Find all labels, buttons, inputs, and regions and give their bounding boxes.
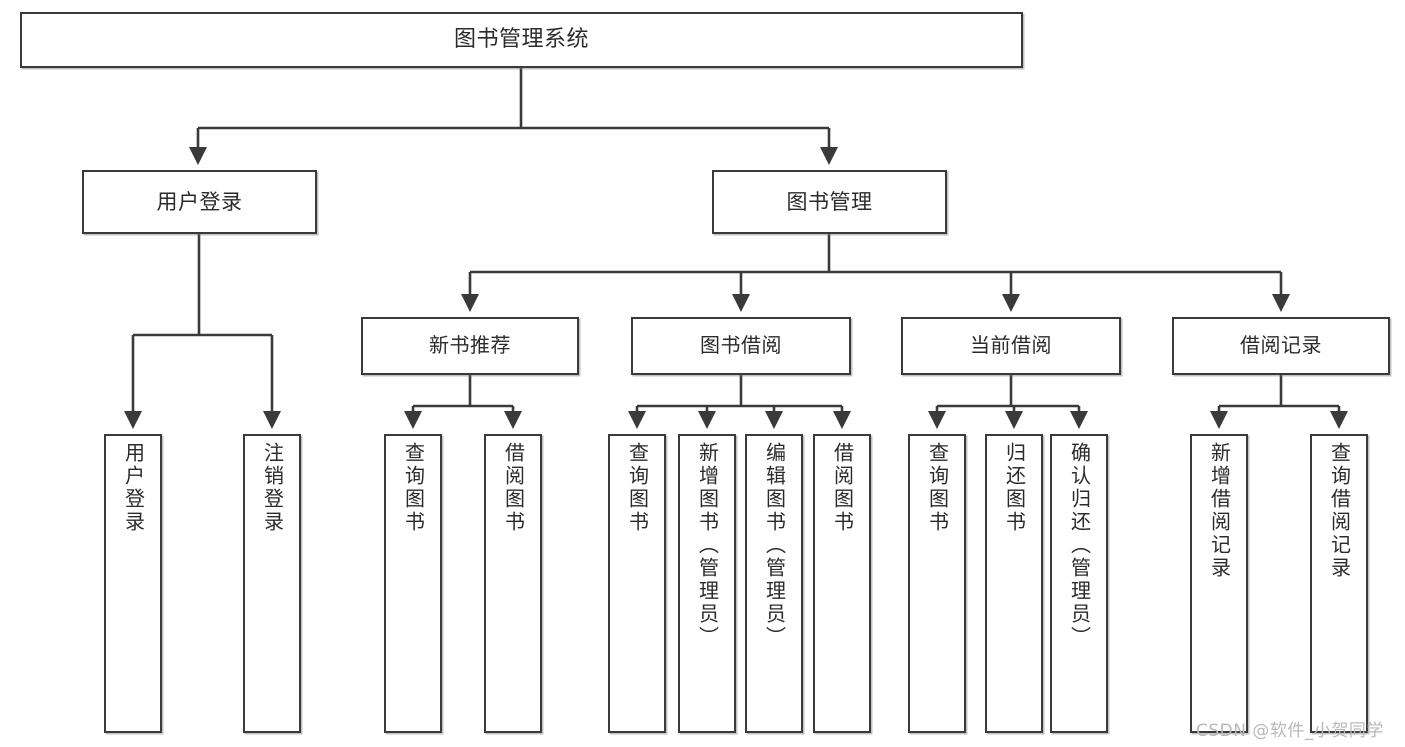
node-book-management-label: 图书管理 xyxy=(786,189,873,214)
leaf-logout-label: 注销登录 xyxy=(260,442,285,534)
leaf-confirm-return-admin[interactable]: 确认归还（管理员） xyxy=(1050,434,1108,733)
leaf-query-borrow-record-label: 查询借阅记录 xyxy=(1327,442,1352,580)
leaf-query-book-recommend-label: 查询图书 xyxy=(401,442,426,534)
node-root[interactable]: 图书管理系统 xyxy=(20,12,1023,68)
node-current-borrow-label: 当前借阅 xyxy=(970,333,1052,358)
leaf-query-book-recommend[interactable]: 查询图书 xyxy=(384,434,442,733)
node-book-borrow-label: 图书借阅 xyxy=(700,333,782,358)
leaf-confirm-return-admin-label: 确认归还（管理员） xyxy=(1067,442,1092,649)
leaf-add-book-admin[interactable]: 新增图书（管理员） xyxy=(678,434,736,733)
node-borrow-record-label: 借阅记录 xyxy=(1240,333,1322,358)
leaf-edit-book-admin-label: 编辑图书（管理员） xyxy=(762,442,787,649)
leaf-borrow-book-label: 借阅图书 xyxy=(830,442,855,534)
leaf-logout[interactable]: 注销登录 xyxy=(243,434,301,733)
node-new-book-recommend-label: 新书推荐 xyxy=(429,333,511,358)
leaf-borrow-book-recommend-label: 借阅图书 xyxy=(501,442,526,534)
leaf-add-borrow-record[interactable]: 新增借阅记录 xyxy=(1190,434,1248,733)
leaf-query-book-current-label: 查询图书 xyxy=(925,442,950,534)
leaf-borrow-book-recommend[interactable]: 借阅图书 xyxy=(484,434,542,733)
leaf-edit-book-admin[interactable]: 编辑图书（管理员） xyxy=(745,434,803,733)
node-borrow-record[interactable]: 借阅记录 xyxy=(1172,317,1390,375)
node-root-label: 图书管理系统 xyxy=(453,27,589,53)
leaf-return-book-label: 归还图书 xyxy=(1002,442,1027,534)
leaf-query-book-borrow-label: 查询图书 xyxy=(625,442,650,534)
node-current-borrow[interactable]: 当前借阅 xyxy=(901,317,1121,375)
leaf-query-borrow-record[interactable]: 查询借阅记录 xyxy=(1310,434,1368,733)
node-book-borrow[interactable]: 图书借阅 xyxy=(631,317,851,375)
leaf-query-book-borrow[interactable]: 查询图书 xyxy=(608,434,666,733)
leaf-add-book-admin-label: 新增图书（管理员） xyxy=(695,442,720,649)
node-user-login-label: 用户登录 xyxy=(156,189,243,214)
leaf-add-borrow-record-label: 新增借阅记录 xyxy=(1207,442,1232,580)
node-new-book-recommend[interactable]: 新书推荐 xyxy=(361,317,579,375)
leaf-borrow-book[interactable]: 借阅图书 xyxy=(813,434,871,733)
leaf-return-book[interactable]: 归还图书 xyxy=(985,434,1043,733)
leaf-user-login-label: 用户登录 xyxy=(121,442,146,534)
node-user-login[interactable]: 用户登录 xyxy=(82,170,317,234)
leaf-query-book-current[interactable]: 查询图书 xyxy=(908,434,966,733)
node-book-management[interactable]: 图书管理 xyxy=(712,170,947,234)
watermark: CSDN @软件_小贺同学 xyxy=(1196,721,1384,741)
leaf-user-login[interactable]: 用户登录 xyxy=(104,434,162,733)
